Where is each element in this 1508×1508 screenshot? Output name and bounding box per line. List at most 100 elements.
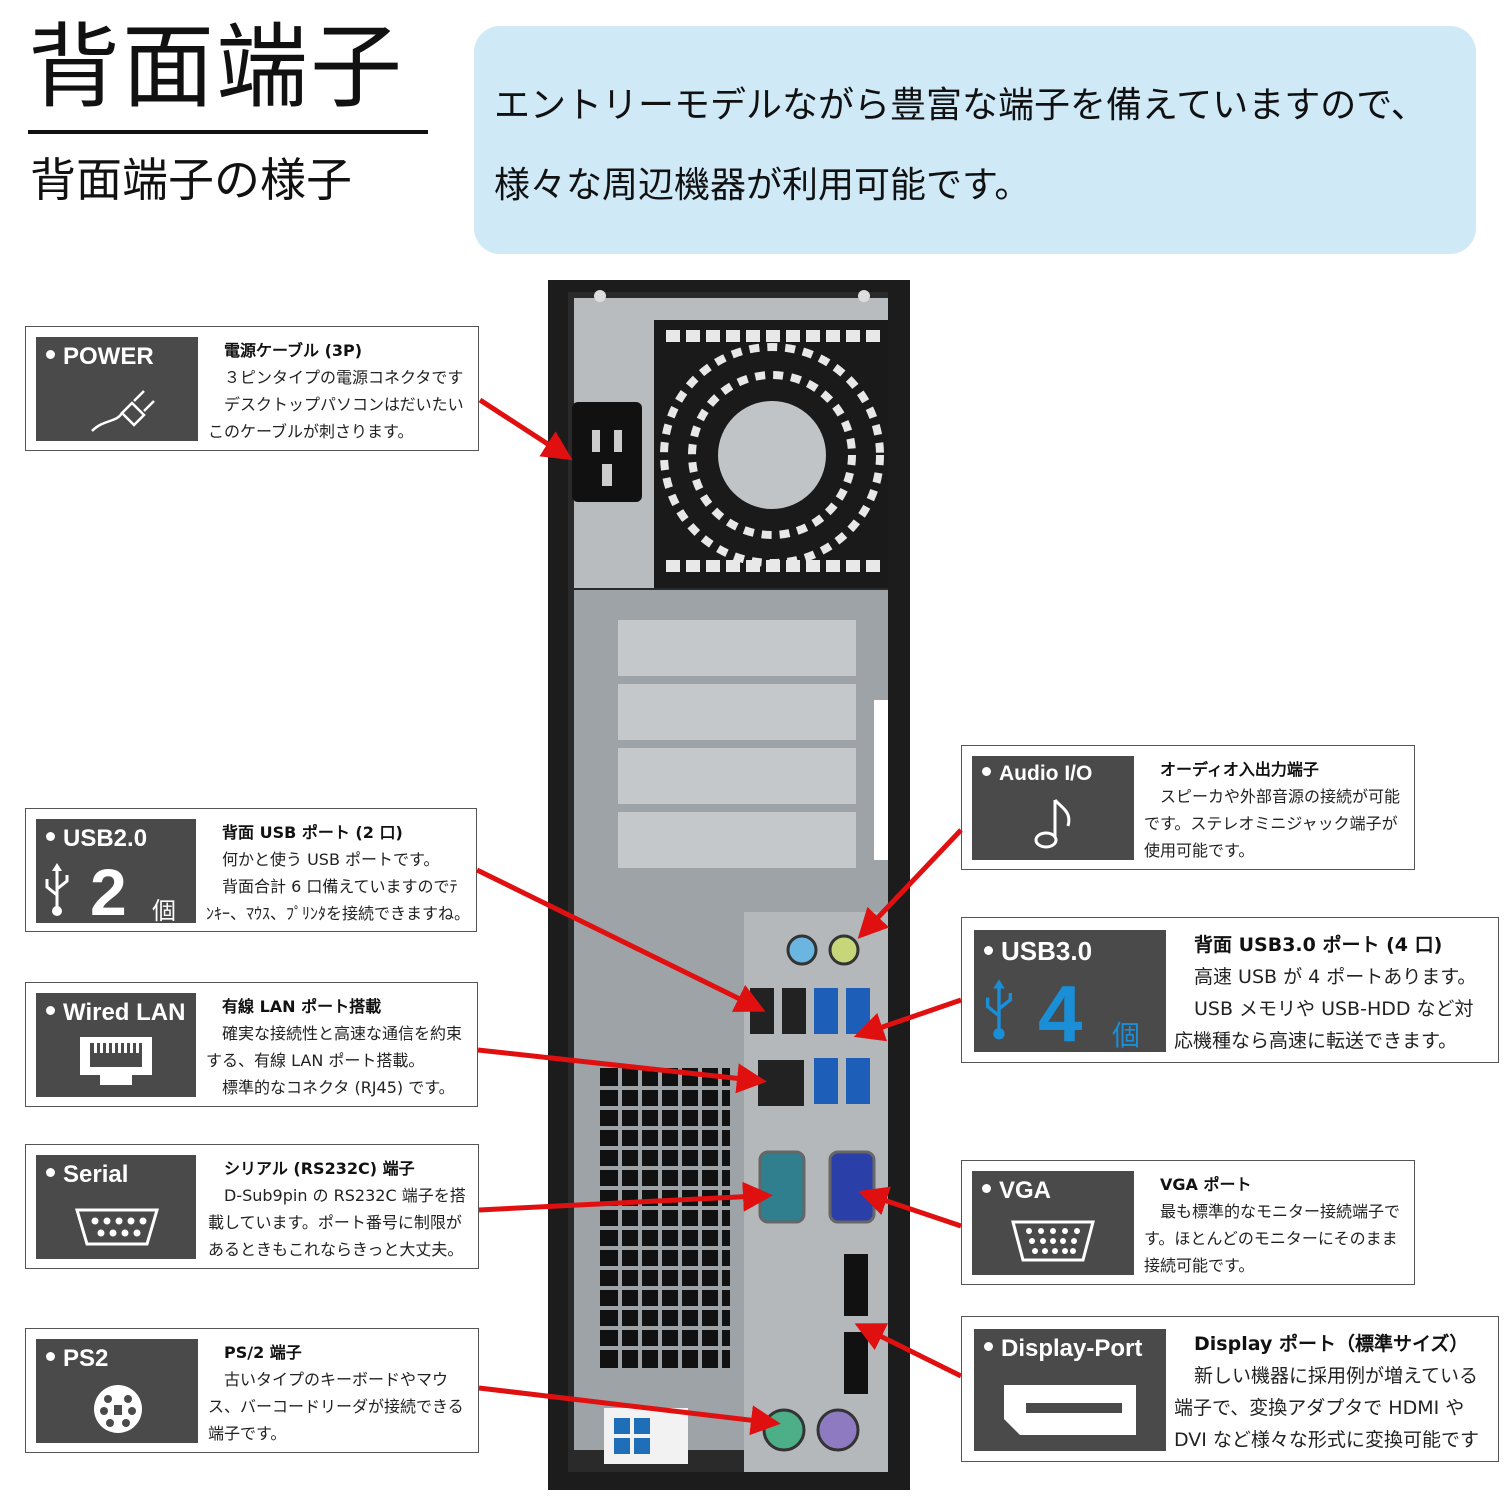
arrow-power bbox=[478, 397, 573, 461]
vga-label: VGA bbox=[999, 1177, 1052, 1204]
intro-line-1: エントリーモデルながら豊富な端子を備えていますので、 bbox=[494, 85, 1427, 126]
psu-fan-grille bbox=[654, 320, 888, 588]
power-desc-1: ３ピンタイプの電源コネクタです bbox=[224, 368, 464, 387]
lan-desc-3: 標準的なコネクタ (RJ45) です。 bbox=[222, 1078, 455, 1097]
usb3-title: 背面 USB3.0 ポート (4 口) bbox=[1194, 934, 1443, 956]
arrow-audio bbox=[857, 828, 963, 939]
audio-desc-2: です。ステレオミニジャック端子が bbox=[1144, 814, 1398, 833]
displayport-label: Display-Port bbox=[1001, 1335, 1143, 1362]
ps2-desc-3: 端子です。 bbox=[208, 1424, 287, 1443]
lan-icon-box: Wired LAN bbox=[36, 993, 196, 1097]
serial-desc-3: あるときもこれならきっと大丈夫。 bbox=[208, 1240, 464, 1259]
usb2-label: USB2.0 bbox=[63, 825, 148, 852]
usb-icon bbox=[45, 863, 69, 916]
music-note-icon bbox=[1034, 798, 1071, 849]
lan-desc-2: する、有線 LAN ポート搭載。 bbox=[206, 1051, 425, 1070]
displayport-icon-box: Display-Port bbox=[974, 1329, 1166, 1451]
usb3-callout: USB3.0 4 個 背面 USB3.0 ポート (4 口) 高速 USB が … bbox=[961, 917, 1499, 1063]
power-title: 電源ケーブル (3P) bbox=[224, 341, 363, 360]
lan-callout: Wired LAN 有線 LAN ポート搭載 確実な接続性と高速な通信を約束 す… bbox=[25, 982, 478, 1107]
page-subtitle: 背面端子の様子 bbox=[30, 153, 352, 207]
serial-port-icon bbox=[74, 1208, 160, 1246]
displayport-desc-1: 新しい機器に採用例が増えている bbox=[1194, 1365, 1479, 1387]
windows-sticker bbox=[604, 1408, 688, 1464]
audio-label: Audio I/O bbox=[999, 762, 1093, 785]
vga-port-icon bbox=[1011, 1220, 1095, 1262]
displayport-desc-2: 端子で、変換アダプタで HDMI や bbox=[1174, 1397, 1465, 1419]
serial-desc-1: D-Sub9pin の RS232C 端子を搭 bbox=[224, 1186, 466, 1205]
ps2-label: PS2 bbox=[63, 1345, 109, 1372]
usb2-desc-3: ﾝｷｰ、ﾏｳｽ、ﾌﾟﾘﾝﾀを接続できますね。 bbox=[206, 904, 471, 923]
usb2-title: 背面 USB ポート (2 口) bbox=[222, 823, 403, 842]
displayport-desc-3: DVI など様々な形式に変換可能です bbox=[1174, 1429, 1479, 1451]
displayport-title: Display ポート（標準サイズ） bbox=[1194, 1333, 1469, 1355]
pc-rear-image bbox=[548, 280, 910, 1490]
usb2-callout: USB2.0 2 個 背面 USB ポート (2 口) 何かと使う USB ポー… bbox=[25, 808, 477, 932]
power-plug-icon bbox=[91, 390, 155, 432]
audio-callout: Audio I/O オーディオ入出力端子 スピーカや外部音源の接続が可能 です。… bbox=[961, 745, 1415, 870]
lan-desc-1: 確実な接続性と高速な通信を約束 bbox=[222, 1024, 463, 1043]
usb3-icon-box: USB3.0 4 個 bbox=[974, 930, 1166, 1058]
power-label: POWER bbox=[63, 343, 154, 370]
usb3-count: 4 bbox=[1038, 969, 1083, 1058]
vga-desc-1: 最も標準的なモニター接続端子で bbox=[1160, 1202, 1401, 1221]
ps2-port-purple bbox=[816, 1408, 860, 1452]
power-desc-3: このケーブルが刺さります。 bbox=[208, 422, 414, 441]
ps2-callout: PS2 PS/2 端子 古いタイプのキーボードやマウ ス、バーコードリーダが接続… bbox=[25, 1328, 479, 1453]
serial-label: Serial bbox=[63, 1161, 129, 1188]
usb2-unit: 個 bbox=[152, 897, 176, 925]
power-callout: POWER 電源ケーブル (3P) ３ピンタイプの電源コネクタです デスクトップ… bbox=[25, 326, 479, 451]
ps2-port-icon bbox=[94, 1385, 142, 1433]
vga-callout: VGA VGA ポート 最も標準的なモニター接続端子で す。ほとんどのモニターに… bbox=[961, 1160, 1415, 1285]
displayport-icon bbox=[1004, 1385, 1136, 1435]
displayport-1 bbox=[844, 1254, 868, 1316]
vga-title: VGA ポート bbox=[1160, 1175, 1252, 1194]
usb2-count: 2 bbox=[90, 855, 127, 929]
vga-desc-2: す。ほとんどのモニターにそのまま bbox=[1144, 1229, 1398, 1248]
arrow-lan bbox=[477, 1047, 767, 1094]
page-title: 背面端子 bbox=[28, 14, 405, 121]
usb2-desc-1: 何かと使う USB ポートです。 bbox=[222, 850, 440, 869]
ps2-desc-2: ス、バーコードリーダが接続できる bbox=[208, 1397, 464, 1416]
power-inlet bbox=[572, 402, 642, 502]
usb3-label: USB3.0 bbox=[1001, 936, 1093, 966]
displayport-callout: Display-Port Display ポート（標準サイズ） 新しい機器に採用… bbox=[961, 1316, 1499, 1462]
lan-title: 有線 LAN ポート搭載 bbox=[222, 997, 382, 1016]
audio-title: オーディオ入出力端子 bbox=[1160, 760, 1319, 779]
power-icon-box: POWER bbox=[36, 337, 198, 441]
usb3-unit: 個 bbox=[1112, 1019, 1141, 1052]
serial-title: シリアル (RS232C) 端子 bbox=[224, 1159, 415, 1178]
arrow-displayport bbox=[854, 1323, 963, 1379]
intro-box: エントリーモデルながら豊富な端子を備えていますので、 様々な周辺機器が利用可能で… bbox=[474, 26, 1476, 254]
arrow-usb2 bbox=[475, 867, 766, 1012]
audio-jack-blue bbox=[786, 934, 818, 966]
audio-icon-box: Audio I/O bbox=[972, 756, 1134, 860]
arrow-serial bbox=[478, 1181, 773, 1213]
ethernet-port-icon bbox=[80, 1037, 152, 1085]
audio-jack-green bbox=[828, 934, 860, 966]
title-underline bbox=[28, 130, 428, 134]
serial-icon-box: Serial bbox=[36, 1155, 196, 1259]
ps2-title: PS/2 端子 bbox=[224, 1343, 302, 1362]
usb3-desc-3: 応機種なら高速に転送できます。 bbox=[1174, 1030, 1458, 1052]
serial-desc-2: 載しています。ポート番号に制限が bbox=[208, 1213, 462, 1232]
arrow-ps2 bbox=[478, 1385, 781, 1436]
vga-desc-3: 接続可能です。 bbox=[1144, 1256, 1255, 1275]
ps2-desc-1: 古いタイプのキーボードやマウ bbox=[224, 1370, 449, 1389]
audio-desc-3: 使用可能です。 bbox=[1144, 841, 1255, 860]
intro-line-2: 様々な周辺機器が利用可能です。 bbox=[494, 165, 1031, 206]
audio-desc-1: スピーカや外部音源の接続が可能 bbox=[1160, 787, 1401, 806]
vga-icon-box: VGA bbox=[972, 1171, 1134, 1275]
ps2-icon-box: PS2 bbox=[36, 1339, 198, 1443]
usb3-desc-1: 高速 USB が 4 ポートあります。 bbox=[1194, 966, 1477, 988]
lan-label: Wired LAN bbox=[63, 999, 186, 1026]
arrow-usb3 bbox=[853, 997, 962, 1042]
usb3-ports bbox=[814, 988, 870, 1104]
usb2-icon-box: USB2.0 2 個 bbox=[36, 819, 196, 929]
usb2-desc-2: 背面合計 6 口備えていますのでﾃ bbox=[222, 877, 458, 896]
arrow-vga bbox=[857, 1186, 962, 1229]
serial-callout: Serial シリアル (RS232C) 端子 D-Sub9pin の RS23… bbox=[25, 1144, 479, 1269]
usb3-desc-2: USB メモリや USB-HDD など対 bbox=[1194, 998, 1474, 1020]
power-desc-2: デスクトップパソコンはだいたい bbox=[224, 395, 464, 414]
